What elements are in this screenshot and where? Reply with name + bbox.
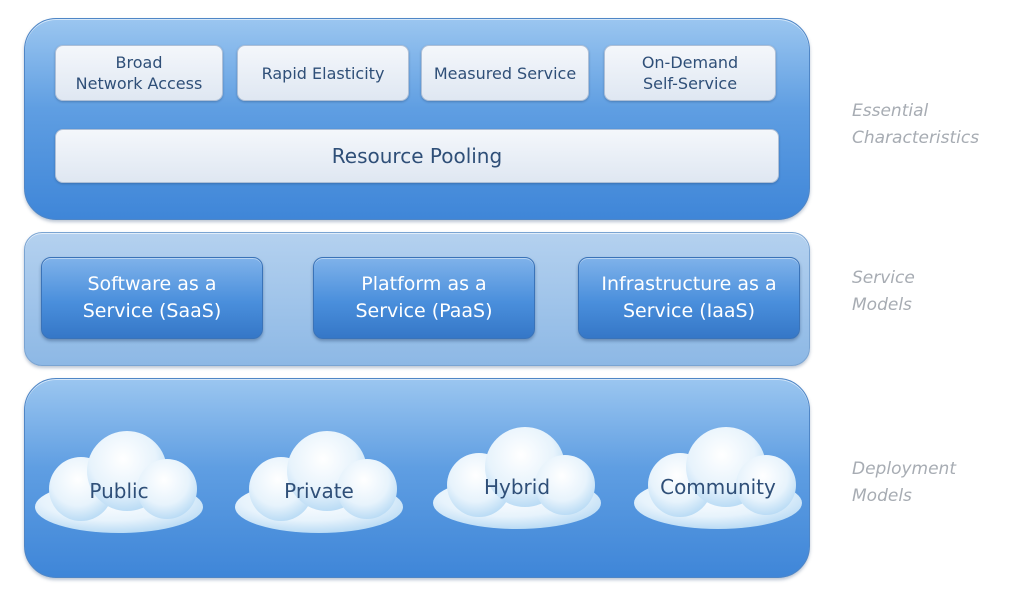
paas-box: Platform as a Service (PaaS) [313,257,535,339]
saas-box: Software as a Service (SaaS) [41,257,263,339]
cloud-icon [634,427,802,529]
cloud-icon [35,431,203,533]
service-models-label: Service Models [852,268,915,315]
iaas-box: Infrastructure as a Service (IaaS) [578,257,800,339]
measured-service-box: Measured Service [421,45,589,101]
community-cloud: Community [628,419,808,534]
on-demand-self-service-box: On-Demand Self-Service [604,45,776,101]
hybrid-cloud: Hybrid [427,419,607,534]
cloud-label: Community [660,475,776,499]
cloud-label: Public [89,479,149,503]
service-models-layer: Software as a Service (SaaS) Platform as… [24,232,810,366]
cloud-label: Private [284,479,354,503]
broad-network-access-box: Broad Network Access [55,45,223,101]
cloud-icon [433,427,601,529]
public-cloud: Public [29,423,209,538]
essential-characteristics-label: Essential Characteristics [852,101,980,148]
resource-pooling-box: Resource Pooling [55,129,779,183]
essential-characteristics-layer: Broad Network Access Rapid Elasticity Me… [24,18,810,220]
cloud-icon [235,431,403,533]
deployment-models-label: Deployment Models [852,459,956,506]
private-cloud: Private [229,423,409,538]
rapid-elasticity-box: Rapid Elasticity [237,45,409,101]
cloud-label: Hybrid [483,475,551,499]
deployment-models-layer: Public Private [24,378,810,578]
